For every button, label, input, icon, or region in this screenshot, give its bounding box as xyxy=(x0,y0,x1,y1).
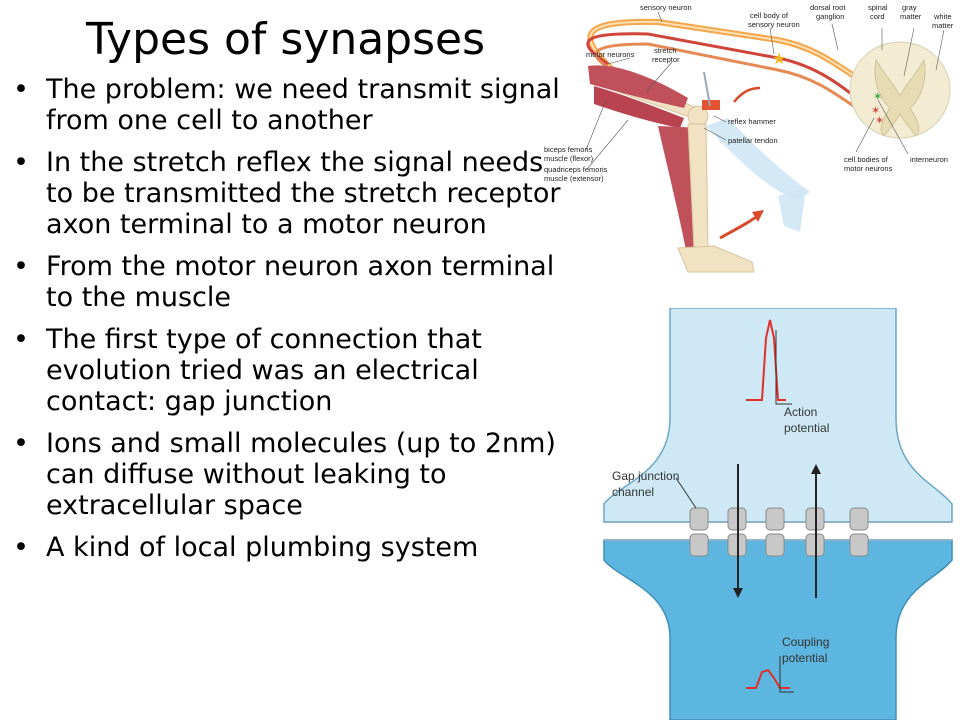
action-potential-trace xyxy=(746,319,786,401)
motor-neuron-path xyxy=(594,42,875,122)
label-dorsal-root: dorsal root xyxy=(810,3,846,12)
bullet-text: The problem: we need transmit signal fro… xyxy=(46,74,560,136)
ghost-foot xyxy=(778,188,806,232)
bullet-text: A kind of local plumbing system xyxy=(46,532,479,563)
label-interneuron: interneuron xyxy=(910,155,948,164)
label-cell-body-sensory: sensory neuron xyxy=(748,20,800,29)
bullet-dot: • xyxy=(13,74,29,105)
label-motor-cell-bodies: motor neurons xyxy=(844,164,893,173)
slide-title: Types of synapses xyxy=(86,14,486,65)
label-action-potential: potential xyxy=(784,421,829,435)
bullet-dot: • xyxy=(13,532,29,563)
label-dorsal-root: ganglion xyxy=(816,12,844,21)
up-arrow-head xyxy=(811,464,821,474)
label-motor-neurons: motor neurons xyxy=(586,50,635,59)
bullet-dot: • xyxy=(13,428,29,459)
label-gap-junction-channel: channel xyxy=(612,485,654,499)
label-coupling-potential: Coupling xyxy=(782,635,829,649)
gap-junction-diagram: Action potential Gap junction channel Co… xyxy=(603,308,953,720)
label-gap-junction-channel: Gap junction xyxy=(612,469,679,483)
motor-cell-star-icon: ✶ xyxy=(871,105,880,117)
label-quadriceps-femoris: quadriceps femoris xyxy=(544,165,608,174)
bullet-item: • The first type of connection that evolu… xyxy=(8,324,568,417)
motor-cell-star-icon: ✶ xyxy=(875,115,884,127)
label-coupling-potential: potential xyxy=(782,651,827,665)
kick-arrow xyxy=(719,212,761,240)
bullet-list: • The problem: we need transmit signal fr… xyxy=(8,74,568,574)
label-cell-body-sensory: cell body of xyxy=(750,11,789,20)
label-gray-matter: matter xyxy=(900,12,922,21)
bullet-dot: • xyxy=(13,251,29,282)
down-arrow-head xyxy=(733,588,743,598)
bullet-item: • A kind of local plumbing system xyxy=(8,532,568,563)
bullet-text: Ions and small molecules (up to 2nm) can… xyxy=(46,428,556,521)
bullet-dot: • xyxy=(13,324,29,355)
ghost-leg xyxy=(706,118,810,200)
label-stretch-receptor: receptor xyxy=(652,55,680,64)
bullet-item: • Ions and small molecules (up to 2nm) ca… xyxy=(8,428,568,521)
label-biceps-femoris: biceps femoris xyxy=(544,145,593,154)
label-gray-matter: gray xyxy=(902,3,917,12)
label-spinal-cord: spinal xyxy=(868,3,888,12)
presynaptic-cell xyxy=(603,308,953,523)
label-motor-cell-bodies: cell bodies of xyxy=(844,155,889,164)
bullet-dot: • xyxy=(13,147,29,178)
ganglion-star-icon: ★ xyxy=(772,51,786,68)
biceps-femoris-muscle xyxy=(588,65,688,108)
interneuron-star-icon: ✶ xyxy=(873,91,882,103)
bullet-text: In the stretch reflex the signal needs t… xyxy=(46,147,561,240)
stretch-reflex-diagram: ★ ✶ ✶ ✶ sensory neuron cell body of xyxy=(544,3,954,273)
postsynaptic-cell xyxy=(603,539,953,720)
coupling-potential-axes xyxy=(779,656,794,693)
gap-channel-leader xyxy=(675,477,697,509)
label-white-matter: matter xyxy=(932,21,954,30)
label-quadriceps-femoris: muscle (extensor) xyxy=(544,174,604,183)
bullet-text: From the motor neuron axon terminal to t… xyxy=(46,251,555,313)
kick-arrow-head xyxy=(752,210,764,222)
leader-lines xyxy=(585,11,945,169)
bullet-item: • From the motor neuron axon terminal to … xyxy=(8,251,568,313)
label-patellar-tendon: patellar tendon xyxy=(728,136,778,145)
motor-neuron-path xyxy=(586,32,875,114)
reflex-hammer xyxy=(702,100,720,110)
label-reflex-hammer: reflex hammer xyxy=(728,117,776,126)
bullet-item: • The problem: we need transmit signal fr… xyxy=(8,74,568,136)
label-spinal-cord: cord xyxy=(870,12,885,21)
hammer-handle xyxy=(703,71,711,107)
bullet-item: • In the stretch reflex the signal needs … xyxy=(8,147,568,240)
foot xyxy=(677,245,755,273)
label-stretch-receptor: stretch xyxy=(654,46,677,55)
label-action-potential: Action xyxy=(784,405,817,419)
hammer-arrow xyxy=(733,86,761,103)
label-biceps-femoris: muscle (flexor) xyxy=(544,154,594,163)
bullet-text: The first type of connection that evolut… xyxy=(46,324,482,417)
action-potential-axes xyxy=(775,330,792,405)
label-sensory-neuron: sensory neuron xyxy=(640,3,692,12)
quadriceps-muscle xyxy=(594,86,684,128)
spinal-cord xyxy=(849,41,951,139)
label-white-matter: white xyxy=(933,12,952,21)
